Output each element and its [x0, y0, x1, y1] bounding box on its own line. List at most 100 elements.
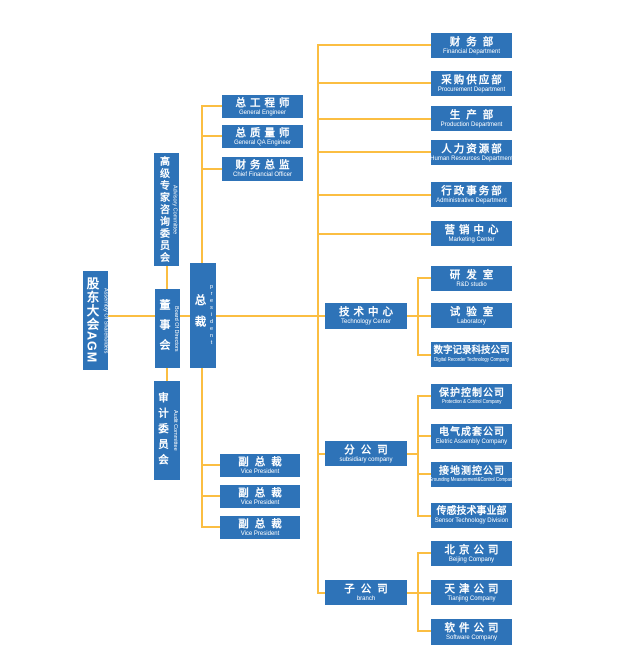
node-subtitle: Assembly Of Shareholders	[102, 287, 109, 354]
node-subtitle: Procurement Department	[437, 86, 506, 93]
node-financial-department: 财务部 Financial Department	[431, 33, 512, 58]
node-title: 总工程师	[235, 96, 294, 109]
connector	[417, 395, 431, 397]
node-sensor-technology-division: 传感技术事业部 Sensor Technology Division	[431, 503, 512, 528]
node-title: 研发室	[449, 268, 500, 281]
node-title: 总裁	[193, 294, 206, 337]
node-subtitle: Advisory Committee	[171, 184, 178, 235]
connector	[417, 315, 431, 317]
node-title: 副总裁	[238, 455, 288, 468]
node-title: 生产部	[449, 108, 500, 121]
connector	[201, 105, 222, 107]
node-subtitle: Chief Financial Officer	[233, 172, 292, 179]
node-subtitle: Vice President	[240, 530, 280, 537]
node-subtitle: subsidiary company	[339, 456, 393, 463]
connector	[317, 151, 431, 153]
node-digital-recorder-company: 数字记录科技公司 Digital Recorder Technology Com…	[431, 342, 512, 367]
node-procurement-department: 采购供应部 Procurement Department	[431, 71, 512, 96]
node-title: 行政事务部	[441, 184, 504, 197]
node-subtitle: branch	[356, 595, 376, 602]
connector	[201, 135, 222, 137]
node-title: 接地测控公司	[439, 465, 505, 477]
node-title: 软件公司	[444, 622, 503, 635]
connector	[317, 194, 431, 196]
node-subtitle: Tianjing Company	[447, 595, 496, 602]
node-chief-financial-officer: 财务总监 Chief Financial Officer	[222, 157, 303, 181]
connector	[417, 473, 431, 475]
node-subtitle: Production Department	[440, 121, 503, 128]
node-general-qa-engineer: 总质量师 General QA Engineer	[222, 125, 303, 148]
node-protection-control-company: 保护控制公司 Protection & Control Company	[431, 384, 512, 409]
connector	[317, 44, 319, 593]
connector	[417, 630, 431, 632]
node-human-resources-department: 人力资源部 Human Resources Department	[430, 140, 513, 165]
node-vice-president-2: 副总裁 Vice President	[220, 485, 300, 508]
node-title: 技术中心	[339, 306, 397, 319]
connector	[417, 354, 431, 356]
connector	[317, 118, 431, 120]
node-marketing-center: 营销中心 Marketing Center	[431, 221, 512, 246]
node-title: 人力资源部	[441, 142, 504, 155]
node-title: 电气成套公司	[439, 426, 505, 438]
node-audit-committee: 审计委员会 Audit Committee	[154, 381, 180, 480]
node-subtitle: Human Resources Department	[430, 155, 513, 162]
node-subtitle: Protection & Control Company	[441, 399, 502, 405]
node-subtitle: Marketing Center	[448, 236, 495, 243]
connector	[317, 453, 327, 455]
connector	[201, 495, 220, 497]
node-production-department: 生产部 Production Department	[431, 106, 512, 131]
node-beijing-company: 北京公司 Beijing Company	[431, 541, 512, 566]
node-title: 股东大会AGM	[84, 277, 99, 364]
node-title: 天津公司	[444, 582, 503, 595]
node-grounding-measurement-company: 接地测控公司 Grounding Measurement&Control Com…	[429, 462, 514, 487]
node-laboratory: 试验室 Laboratory	[431, 303, 512, 328]
node-administrative-department: 行政事务部 Administrative Department	[431, 182, 512, 207]
node-branch: 子公司 branch	[325, 580, 407, 605]
node-subtitle: Financial Department	[442, 48, 501, 55]
node-subtitle: Eletric Assembly Company	[435, 439, 508, 446]
node-subtitle: Audit Committee	[172, 410, 178, 451]
connector	[417, 395, 419, 517]
node-shareholders-agm: 股东大会AGM Assembly Of Shareholders	[83, 271, 109, 370]
node-tianjing-company: 天津公司 Tianjing Company	[431, 580, 512, 605]
connector	[201, 464, 220, 466]
node-subtitle: president	[208, 284, 215, 347]
connector	[407, 453, 419, 455]
node-subtitle: General Engineer	[238, 109, 287, 116]
connector	[407, 315, 419, 317]
connector	[201, 526, 220, 528]
node-title: 试验室	[449, 305, 500, 318]
node-title: 董事会	[158, 298, 170, 359]
connector	[417, 435, 431, 437]
node-title: 财务部	[449, 35, 500, 48]
node-title: 高级专家咨询委员会	[157, 155, 169, 264]
node-subtitle: R&D studio	[456, 281, 487, 288]
node-subtitle: Digital Recorder Technology Company	[434, 356, 510, 363]
node-subsidiary-company: 分公司 subsidiary company	[325, 441, 407, 466]
node-title: 分公司	[344, 443, 394, 456]
node-vice-president-3: 副总裁 Vice President	[220, 516, 300, 539]
connector	[417, 277, 431, 279]
connector	[417, 515, 431, 517]
node-subtitle: Software Company	[445, 635, 498, 642]
node-subtitle: Technology Center	[340, 319, 392, 326]
node-subtitle: Beijing Company	[448, 556, 495, 563]
node-title: 总质量师	[235, 126, 294, 139]
node-president: 总裁 president	[190, 263, 216, 368]
connector	[417, 592, 431, 594]
node-title: 北京公司	[444, 543, 503, 556]
node-technology-center: 技术中心 Technology Center	[325, 303, 407, 329]
node-subtitle: Board Of Directors	[173, 305, 179, 352]
node-title: 采购供应部	[441, 73, 504, 86]
connector	[317, 592, 327, 594]
node-title: 数字记录科技公司	[433, 344, 510, 356]
connector	[107, 315, 325, 317]
connector	[317, 44, 431, 46]
node-subtitle: Vice President	[240, 499, 280, 506]
node-title: 子公司	[344, 582, 394, 595]
node-subtitle: General QA Engineer	[233, 139, 292, 146]
node-board-of-directors: 董事会 Board Of Directors	[155, 289, 180, 368]
node-subtitle: Laboratory	[457, 318, 486, 325]
connector	[407, 592, 419, 594]
